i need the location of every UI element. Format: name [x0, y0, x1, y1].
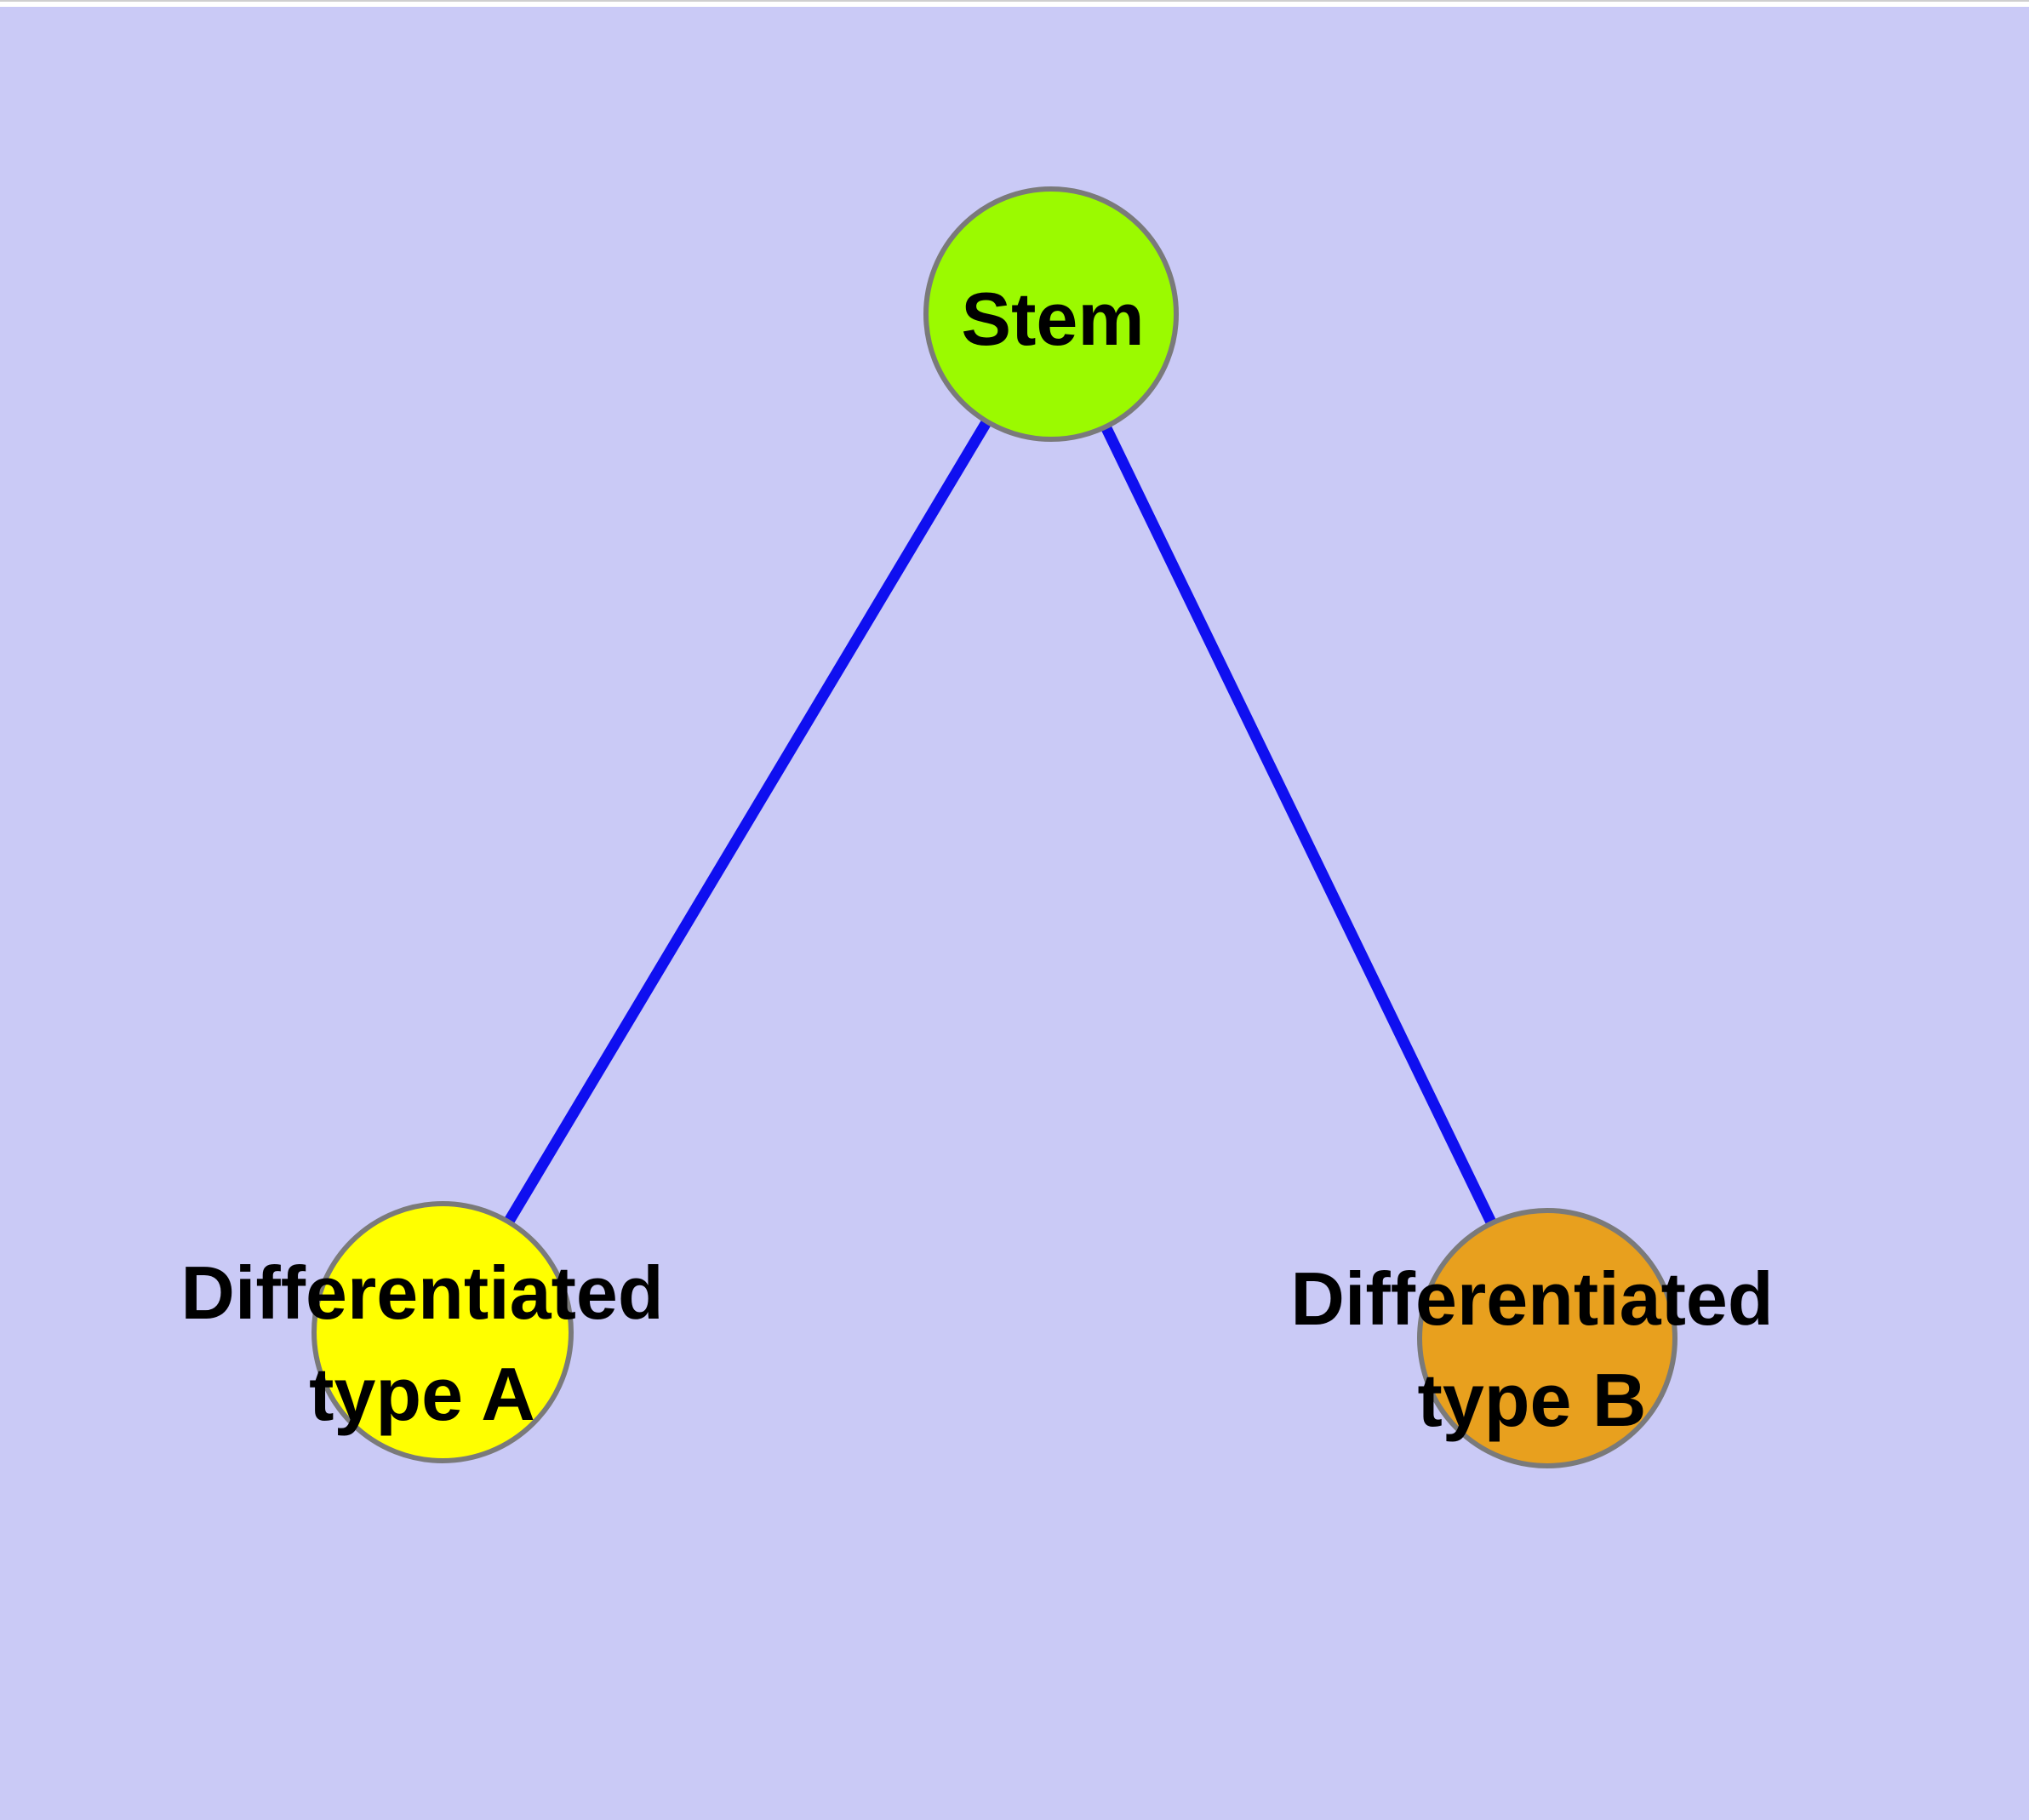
node-differentiated-type-b-label-line1: Differentiated	[1290, 1256, 1773, 1341]
node-stem-label: Stem	[961, 277, 1144, 361]
node-differentiated-type-a-label-line2: type A	[309, 1352, 535, 1436]
edge-stem-to-type-b	[1046, 312, 1552, 1341]
node-differentiated-type-a	[311, 1201, 574, 1463]
top-hairline	[0, 0, 2029, 2]
edge-stem-to-type-a	[437, 311, 1056, 1336]
node-stem	[923, 186, 1179, 442]
node-differentiated-type-a-label-line1: Differentiated	[180, 1251, 663, 1335]
node-differentiated-type-b-label-line2: type B	[1418, 1358, 1647, 1442]
node-differentiated-type-b	[1417, 1208, 1677, 1468]
